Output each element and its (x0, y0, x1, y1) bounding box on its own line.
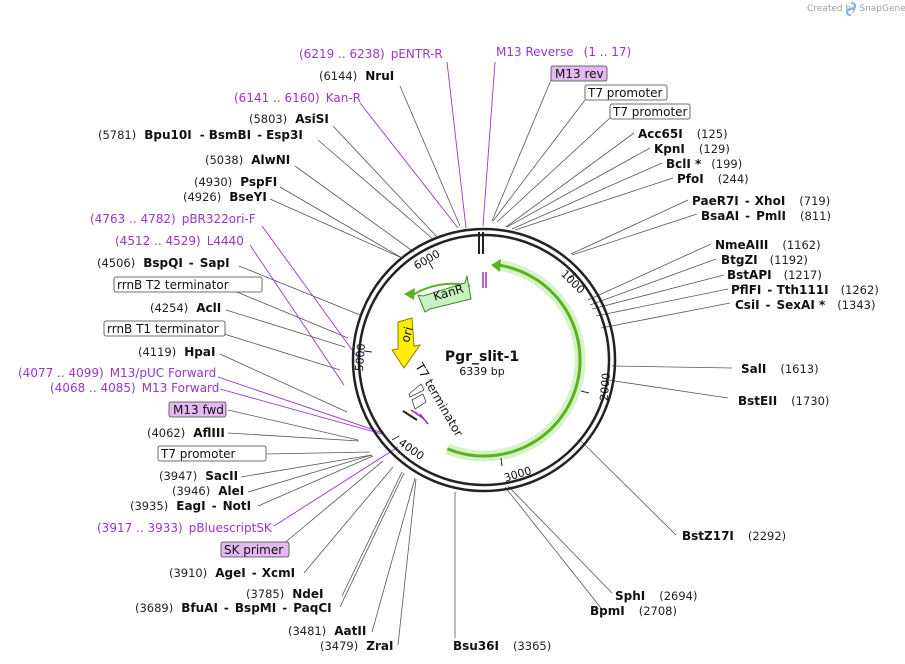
tick-4000: 4000 (396, 436, 426, 463)
snapgene-credit: Created by SnapGene (807, 4, 905, 14)
site-btgzi: BtgZI(1192) (721, 253, 808, 267)
tick-2000: 2000 (598, 372, 613, 401)
t7-terminator-mark-2 (411, 393, 427, 410)
svg-text:T7 promoter: T7 promoter (612, 105, 688, 119)
site-pflfi: PflFI-Tth111I(1262) (731, 283, 879, 297)
svg-text:M13 rev: M13 rev (555, 67, 604, 81)
svg-text:SK primer: SK primer (224, 543, 283, 557)
site-bspqi: (4506)BspQI-SapI (97, 256, 230, 270)
site-nmeaiii: NmeAIII(1162) (715, 238, 821, 252)
site-sacii: (3947)SacII (159, 469, 238, 483)
box-sk-primer: SK primer (220, 541, 290, 558)
site-paer7i: PaeR7I-XhoI(719) (692, 194, 830, 208)
site-acc65i: Acc65I(125) (638, 127, 728, 141)
site-hpai: (4119)HpaI (138, 345, 215, 359)
site-acli: (4254)AclI (150, 301, 221, 315)
site-marks (402, 232, 484, 421)
site-bcli: BclI *(199) (666, 157, 742, 171)
primer-kan-r: (6141 .. 6160)Kan-R (234, 91, 361, 105)
site-bsu36i: Bsu36I(3365) (453, 639, 551, 653)
primer-pbr322ori-f: (4763 .. 4782)pBR322ori-F (90, 212, 256, 226)
svg-text:rrnB T2 terminator: rrnB T2 terminator (117, 278, 229, 292)
site-eagi: (3935)EagI-NotI (130, 499, 251, 513)
site-bfuai: (3689)BfuAI-BspMI-PaqCI (135, 601, 332, 615)
site-nrui: (6144)NruI (319, 69, 394, 83)
box-rrnb-t2-terminator: rrnB T2 terminator (113, 276, 263, 293)
svg-text:M13 fwd: M13 fwd (173, 403, 224, 417)
site-sali: SalI(1613) (741, 362, 819, 376)
site-bpmi: BpmI(2708) (590, 604, 677, 618)
snapgene-logo-icon (845, 2, 857, 16)
cds-arrowhead (491, 259, 501, 272)
site-alei: (3946)AleI (172, 484, 244, 498)
site-bstapi: BstAPI(1217) (727, 268, 822, 282)
box-t7-promoter-2: T7 promoter (609, 103, 691, 120)
cds-arc (446, 263, 582, 458)
primer-m13-puc-forward: (4077 .. 4099)M13/pUC Forward (18, 366, 216, 380)
site-csii: CsiI-SexAI *(1343) (735, 298, 876, 312)
primer-pbluescriptsk: (3917 .. 3933)pBluescriptSK (97, 521, 273, 535)
site-bseyi: (4926)BseYI (183, 190, 267, 204)
site-zrai: (3479)ZraI (320, 639, 393, 653)
primer-pentr-r: (6219 .. 6238)pENTR-R (299, 47, 443, 61)
box-m13-fwd: M13 fwd (168, 401, 227, 418)
label-connectors (219, 79, 733, 646)
svg-text:T7 promoter: T7 promoter (160, 447, 236, 461)
plasmid-length: 6339 bp (459, 365, 504, 378)
site-bsteii: BstEII(1730) (738, 394, 829, 408)
plasmid-name: Pgr_slit-1 (445, 349, 519, 365)
box-t7-promoter-3: T7 promoter (157, 445, 267, 462)
svg-text:rrnB T1 terminator: rrnB T1 terminator (107, 322, 219, 336)
box-t7-promoter-1: T7 promoter (584, 84, 668, 101)
site-pspfi: (4930)PspFI (194, 175, 277, 189)
t7-terminator-mark-1 (408, 383, 425, 398)
site-sphi: SphI(2694) (615, 589, 698, 603)
site-ndei: (3785)NdeI (246, 587, 324, 601)
primer-connectors (217, 61, 496, 527)
svg-text:T7 promoter: T7 promoter (587, 86, 663, 100)
site-bpu10i: (5781)Bpu10I-BsmBI-Esp3I (98, 128, 303, 142)
site-pfoi: PfoI(244) (677, 172, 749, 186)
primer-m13-reverse: M13 Reverse(1 .. 17) (496, 45, 631, 59)
site-asisi: (5803)AsiSI (249, 112, 329, 126)
ori-feature (391, 317, 422, 369)
site-bstz17i: BstZ17I(2292) (682, 529, 786, 543)
kanr-feature (417, 275, 472, 313)
box-rrnb-t1-terminator: rrnB T1 terminator (103, 320, 226, 337)
site-bsaai: BsaAI-PmlI(811) (701, 209, 831, 223)
site-alwni: (5038)AlwNI (205, 153, 290, 167)
ori-label: ori (398, 325, 416, 344)
kanr-arc-head (404, 288, 415, 300)
tick-6000: 6000 (412, 247, 443, 272)
tick-5000: 5000 (353, 343, 368, 372)
site-kpni: KpnI(129) (654, 142, 730, 156)
site-agei: (3910)AgeI-XcmI (169, 566, 295, 580)
primer-l4440: (4512 .. 4529)L4440 (115, 234, 244, 248)
box-m13-rev: M13 rev (550, 65, 608, 82)
primer-site-marks (410, 272, 487, 425)
site-afliii: (4062)AflIII (147, 426, 225, 440)
tick-1000: 1000 (558, 267, 587, 296)
backbone-outer (351, 227, 617, 493)
site-aatii: (3481)AatII (288, 624, 366, 638)
primer-m13-forward: (4068 .. 4085)M13 Forward (50, 381, 219, 395)
